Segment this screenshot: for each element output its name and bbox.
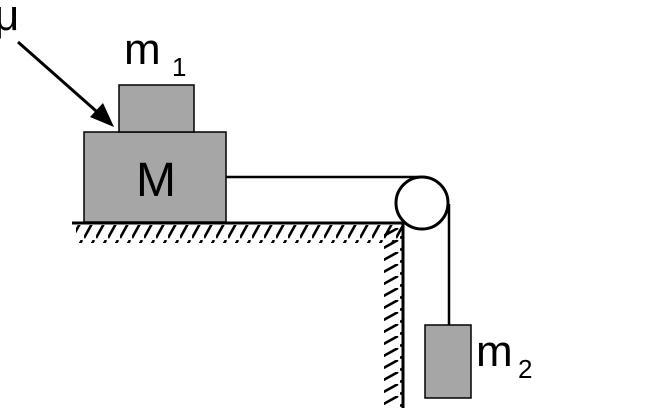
block-m1 (118, 84, 195, 133)
m2-label: m (476, 327, 513, 376)
block-M (83, 131, 227, 223)
block-M-label: M (136, 154, 176, 207)
mu-label: μ (0, 0, 19, 40)
m1-label: m (124, 25, 161, 74)
pulley (394, 175, 450, 231)
table-top-hatching (76, 225, 404, 243)
m1-subscript: 1 (172, 52, 186, 82)
m2-subscript: 2 (518, 354, 532, 384)
table-side-hatching (384, 227, 402, 408)
table-surface (72, 221, 405, 408)
mu-arrow (17, 40, 114, 127)
block-m2 (424, 324, 472, 399)
